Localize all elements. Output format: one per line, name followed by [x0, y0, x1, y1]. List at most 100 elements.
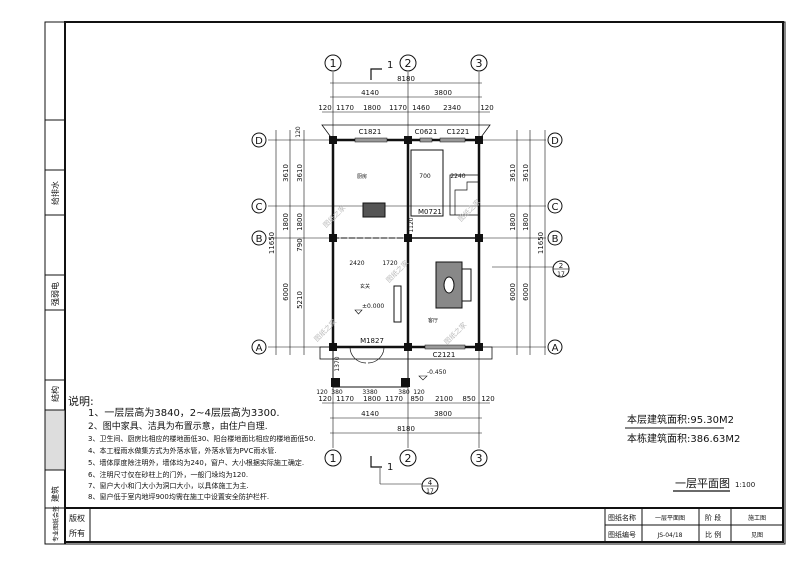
drawing-number-label: 图纸编号: [608, 530, 636, 539]
dimension-labels: 8180 4140 3800 120 1170 1800 1170 1460 2…: [268, 75, 545, 433]
svg-text:11650: 11650: [537, 232, 545, 254]
note-8: 8、窗户低于室内地坪900均需在施工中设置安全防护栏杆.: [88, 492, 269, 501]
side-strip: 给排水 强弱电 结构 建筑 专业图纸会签: [44, 119, 66, 542]
dim-bottom-total: 8180: [397, 425, 415, 433]
drawing-number-value: JS-04/18: [656, 532, 682, 539]
svg-text:2340: 2340: [443, 104, 461, 112]
shoe-cabinet: [393, 285, 402, 323]
svg-text:B: B: [552, 234, 559, 245]
svg-text:A: A: [552, 343, 559, 354]
svg-text:11650: 11650: [268, 232, 276, 254]
dim-top-total: 8180: [397, 75, 415, 83]
axis-bubble-1-bottom: 1: [324, 449, 342, 467]
room-foyer: 玄关: [360, 283, 370, 290]
svg-text:6000: 6000: [522, 283, 530, 301]
window-c0621: [419, 137, 433, 143]
svg-text:2: 2: [405, 57, 412, 70]
svg-text:1170: 1170: [336, 104, 354, 112]
copyright-label-2: 所有: [69, 528, 85, 538]
svg-text:C: C: [256, 202, 263, 213]
sofa: [461, 268, 472, 302]
note-5: 5、墙体厚度除注明外，墙体均为240，窗户、大小根据实际施工确定.: [88, 458, 304, 467]
svg-text:1800: 1800: [296, 213, 304, 231]
level-marker-floor: [354, 309, 363, 315]
axis-bubble-1-top: 1: [324, 54, 342, 72]
axis-bubble-2-top: 2: [399, 54, 417, 72]
scale-label: 比 例: [705, 530, 721, 539]
svg-text:2240: 2240: [450, 173, 465, 180]
level-marker-porch: [418, 375, 428, 381]
svg-text:1800: 1800: [282, 213, 290, 231]
stage-label: 阶 段: [705, 513, 721, 522]
label-c1221: C1221: [447, 128, 470, 136]
svg-text:850: 850: [410, 395, 423, 403]
drawing-name-label: 图纸名称: [608, 513, 636, 522]
axis-bubble-B-left: B: [251, 230, 267, 246]
svg-text:120: 120: [318, 104, 331, 112]
axis-bubble-D-right: D: [547, 132, 563, 148]
svg-text:1800: 1800: [363, 104, 381, 112]
label-m1827: M1827: [360, 337, 384, 345]
axis-bubble-2-bottom: 2: [399, 449, 417, 467]
axis-bubbles: 1 2 3 1 2 3 D C B A D C B A: [251, 54, 563, 467]
svg-text:3610: 3610: [509, 164, 517, 182]
svg-text:1: 1: [330, 57, 337, 70]
strip-label-electrical: 强弱电: [50, 282, 60, 306]
axis-bubble-3-top: 3: [470, 54, 488, 72]
coffee-table: [443, 276, 455, 294]
window-c1821: [354, 137, 388, 143]
svg-text:4: 4: [428, 479, 433, 487]
strip-label-structure: 结构: [50, 386, 60, 402]
dining-table: [362, 202, 386, 218]
svg-text:700: 700: [419, 173, 431, 180]
axis-bubble-D-left: D: [251, 132, 267, 148]
svg-text:6000: 6000: [509, 283, 517, 301]
note-4: 4、本工程雨水做集方式为外落水管，外落水管为PVC雨水管.: [88, 446, 277, 455]
note-2: 2、图中家具、洁具为布置示意，由住户自理.: [88, 420, 268, 432]
note-6: 6、注明尺寸仅在砂柱上的门外，一般门垛均为120.: [88, 470, 248, 479]
window-c2121: [424, 344, 466, 350]
svg-text:1800: 1800: [363, 395, 381, 403]
svg-text:380: 380: [331, 389, 343, 396]
svg-text:5210: 5210: [296, 291, 304, 309]
stage-value: 施工图: [748, 514, 766, 522]
svg-text:A: A: [256, 343, 263, 354]
label-c1821: C1821: [359, 128, 382, 136]
svg-text:1: 1: [387, 60, 393, 71]
svg-text:6000: 6000: [282, 283, 290, 301]
svg-text:3610: 3610: [296, 164, 304, 182]
svg-text:2420: 2420: [349, 260, 364, 267]
svg-text:120: 120: [295, 126, 302, 138]
detail-ref-2-17: 2 17: [492, 260, 570, 278]
window-c1221: [439, 137, 466, 143]
dim-top-left: 4140: [361, 89, 379, 97]
label-m0721: M0721: [418, 208, 442, 216]
notes-title: 说明:: [68, 394, 94, 408]
notes: 说明: 1、一层层高为3840，2~4层层高为3300. 2、图中家具、洁具为布…: [68, 394, 316, 501]
title-block: 版权 所有 图纸名称 一层平面图 阶 段 施工图 图纸编号 JS-04/18 比…: [65, 507, 783, 542]
svg-text:3800: 3800: [434, 410, 452, 418]
room-living: 客厅: [428, 317, 438, 324]
axis-bubble-C-left: C: [251, 198, 267, 214]
section-mark: 1 1: [370, 60, 393, 473]
svg-text:3610: 3610: [282, 164, 290, 182]
copyright-label-1: 版权: [69, 513, 85, 523]
svg-text:D: D: [551, 136, 559, 147]
svg-text:1720: 1720: [382, 260, 397, 267]
drawing-scale: 1:100: [735, 481, 755, 489]
axis-bubble-A-right: A: [547, 339, 563, 355]
drawing-title: 一层平面图: [675, 477, 730, 490]
strip-label-plumbing: 给排水: [50, 181, 60, 205]
svg-text:120: 120: [481, 395, 494, 403]
building-area: 本栋建筑面积:386.63M2: [627, 432, 740, 445]
svg-text:1: 1: [387, 462, 393, 473]
svg-text:1170: 1170: [336, 395, 354, 403]
svg-text:1170: 1170: [389, 104, 407, 112]
note-3: 3、卫生间、厨房比相应的楼地面低30、阳台楼地面比相应的楼地面低50.: [88, 434, 316, 443]
svg-text:3610: 3610: [522, 164, 530, 182]
svg-text:2: 2: [405, 452, 412, 465]
staircase: [454, 181, 479, 215]
svg-text:3380: 3380: [362, 389, 377, 396]
strip-label-architecture: 建筑: [50, 486, 60, 502]
